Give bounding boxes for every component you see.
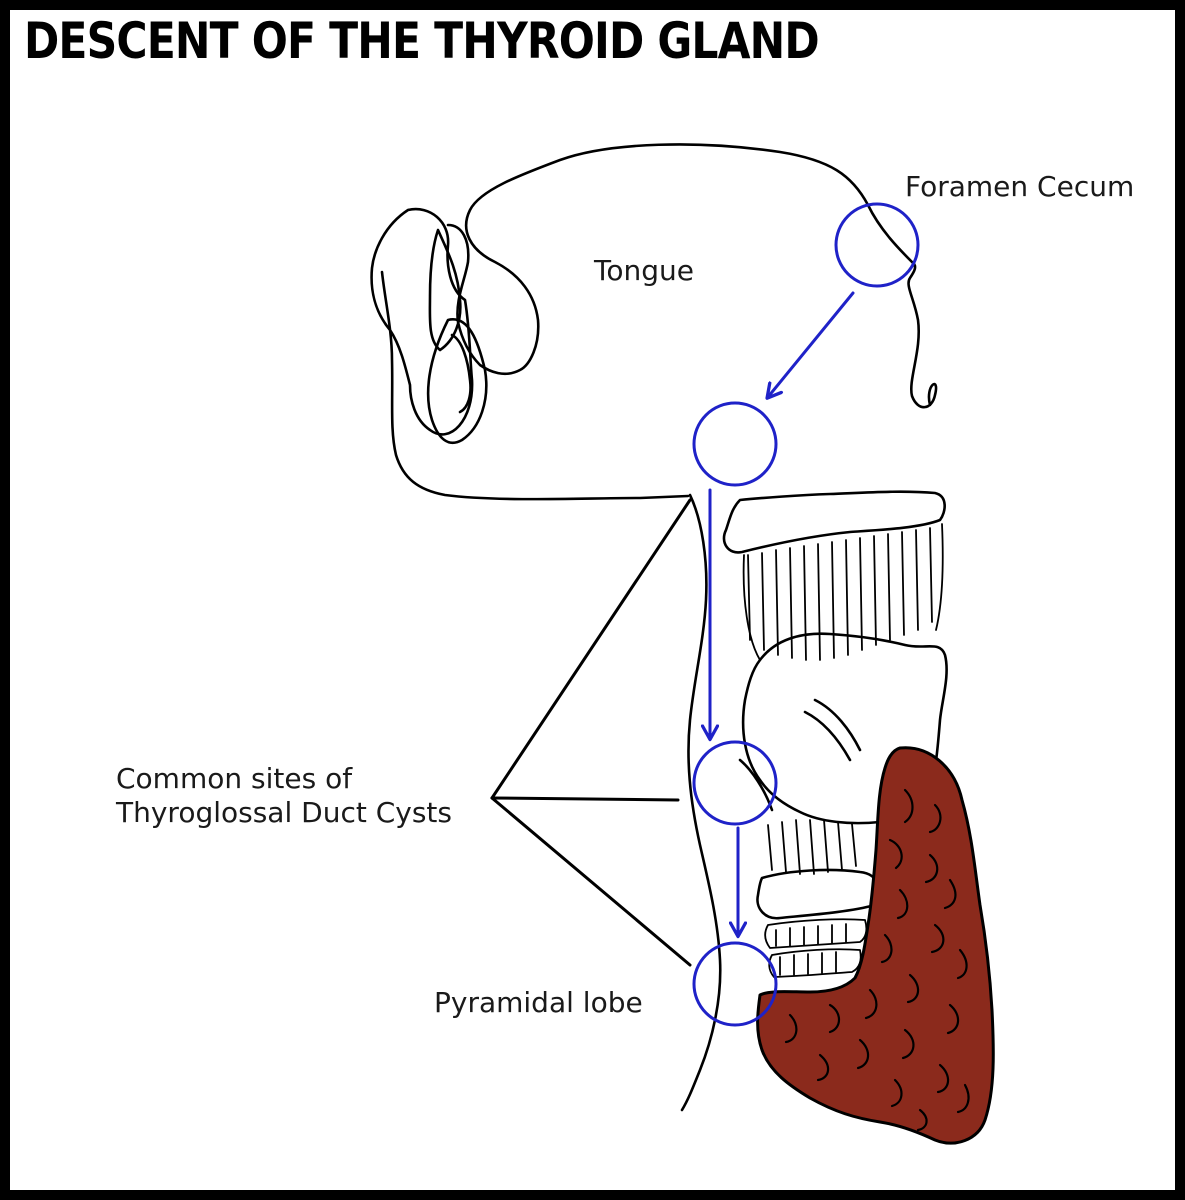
label-common-sites-line1: Common sites of bbox=[116, 762, 353, 795]
diagram-title: DESCENT OF THE THYROID GLAND bbox=[24, 12, 820, 70]
label-common-sites: Common sites of Thyroglossal Duct Cysts bbox=[116, 762, 452, 829]
label-pointer-lines bbox=[490, 498, 692, 967]
site-circle-upper-neck bbox=[692, 401, 778, 487]
pointer-line-upper bbox=[490, 498, 692, 800]
label-pyramidal-lobe: Pyramidal lobe bbox=[434, 986, 643, 1019]
pointer-line-middle bbox=[490, 796, 680, 802]
thyroid-lobule-folds bbox=[784, 788, 970, 1132]
thyrohyoid-membrane bbox=[742, 523, 944, 661]
site-circle-hyoid-level bbox=[692, 740, 778, 826]
front-tooth bbox=[428, 228, 462, 352]
migration-path bbox=[692, 202, 920, 1027]
label-tongue: Tongue bbox=[594, 254, 694, 287]
tongue-outline bbox=[446, 143, 938, 409]
arrow-foramen-to-neck bbox=[768, 291, 855, 397]
hyoid-bone bbox=[722, 490, 946, 554]
thyroid-gland bbox=[756, 746, 995, 1145]
label-common-sites-line2: Thyroglossal Duct Cysts bbox=[116, 795, 452, 829]
face-neck-outline bbox=[370, 207, 690, 501]
lower-tooth bbox=[426, 318, 488, 445]
site-circle-pyramidal-lobe bbox=[692, 941, 778, 1027]
diagram-frame: DESCENT OF THE THYROID GLAND bbox=[10, 10, 1175, 1190]
cricoid-cartilage bbox=[756, 868, 880, 920]
anatomy-illustration bbox=[370, 143, 995, 1145]
tracheal-rings bbox=[764, 918, 868, 978]
pointer-line-lower bbox=[490, 796, 692, 967]
site-circle-foramen-cecum bbox=[834, 202, 920, 288]
label-foramen-cecum: Foramen Cecum bbox=[905, 170, 1135, 203]
neck-front-line bbox=[680, 493, 722, 1112]
cricothyroid-membrane bbox=[767, 819, 857, 875]
